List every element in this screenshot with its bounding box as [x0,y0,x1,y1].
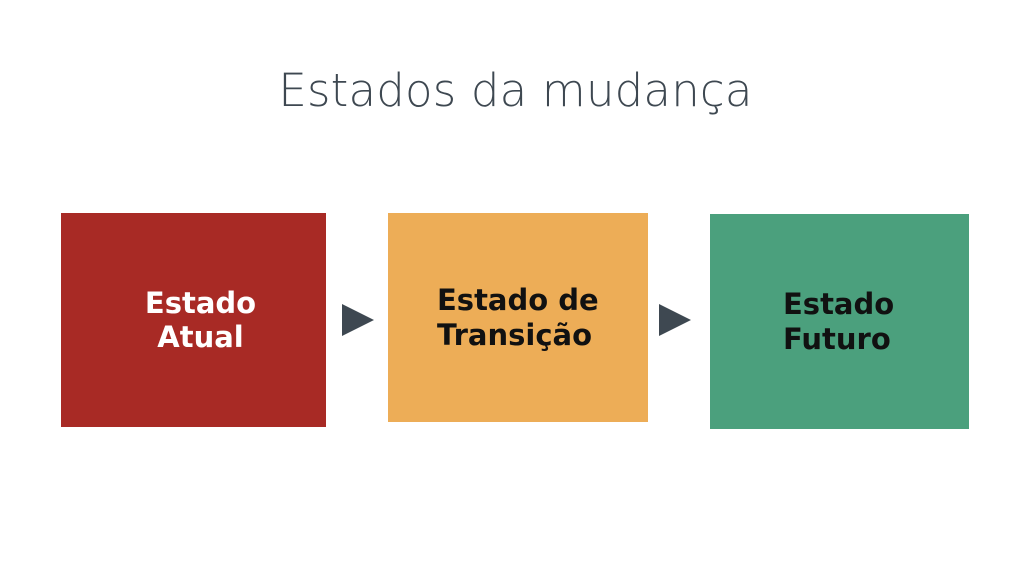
state-box-transition-label: Estado de Transição [437,283,599,352]
state-box-current[interactable]: Estado Atual [61,213,326,427]
state-box-future-label: Estado Futuro [783,287,895,356]
triangle-right-icon-svg [342,304,374,336]
triangle-right-icon-svg [659,304,691,336]
triangle-right-icon [655,301,693,339]
state-box-current-label: Estado Atual [144,285,257,354]
state-box-future[interactable]: Estado Futuro [710,214,969,429]
triangle-right-icon [338,301,376,339]
page-title: Estados da mudança [278,64,753,117]
state-box-transition[interactable]: Estado de Transição [388,213,648,422]
